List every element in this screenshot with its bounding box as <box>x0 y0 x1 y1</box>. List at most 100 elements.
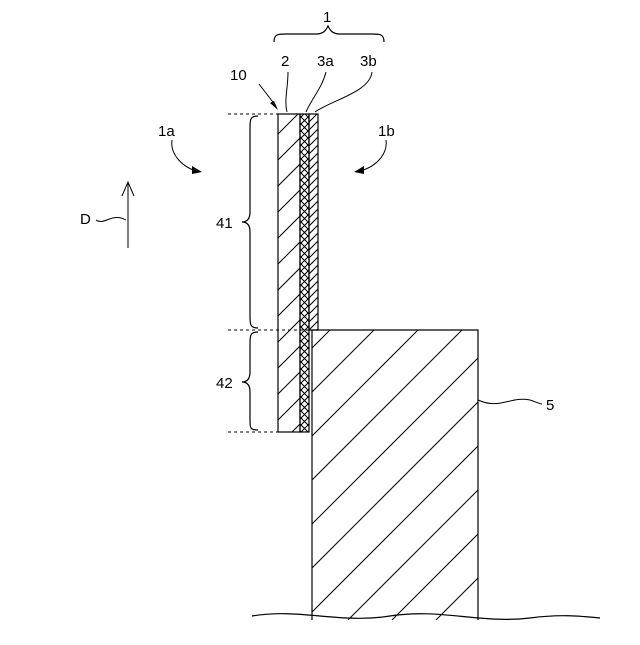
layer-3a-crosshatch-line <box>0 114 126 432</box>
layer-3a-crosshatch-line <box>452 114 640 432</box>
layer-2-hatch-line <box>474 114 640 432</box>
layer-3a-crosshatch-line <box>0 114 63 432</box>
layer-3a-hatch-line <box>616 114 640 432</box>
layer-3a-crosshatch-line <box>0 114 189 432</box>
layer-3a-hatch-line <box>0 114 178 432</box>
layer-3a-crosshatch-line <box>522 114 640 432</box>
label-1a: 1a <box>158 123 175 140</box>
layer-3a-crosshatch-line <box>508 114 640 432</box>
layer-2-hatch-line <box>0 114 38 432</box>
layer-3a-crosshatch-line <box>403 114 640 432</box>
layer-3b-hatch-line <box>565 114 640 330</box>
brace-1 <box>274 26 384 42</box>
layer-3a-hatch-line <box>28 114 346 432</box>
layer-3b-hatch-line <box>461 114 640 330</box>
layer-3b-hatch-line <box>0 114 133 330</box>
base-hatch-line <box>40 330 330 620</box>
base-5-hatching <box>0 330 640 620</box>
layer-3a-crosshatch-line <box>529 114 640 432</box>
layer-3a-hatch-line <box>0 114 80 432</box>
layer-3b-hatch-line <box>493 114 640 330</box>
layer-3a-crosshatch-line <box>585 114 640 432</box>
layer-3a-crosshatch-line <box>620 114 640 432</box>
layer-3b-hatch-line <box>557 114 640 330</box>
layer-2-hatch-line <box>0 114 168 432</box>
layer-2-hatch-line <box>500 114 640 432</box>
layer-3a-hatch-line <box>0 114 94 432</box>
layer-3a-crosshatch-line <box>424 114 640 432</box>
layer-3b-hatch-line <box>0 114 109 330</box>
brace-41 <box>242 116 258 328</box>
brace-42 <box>242 332 258 430</box>
layer-3a-hatch-line <box>196 114 514 432</box>
layer-3a-hatch-line <box>0 114 248 432</box>
layer-3b-hatch-line <box>437 114 640 330</box>
layer-3a-crosshatch-line <box>480 114 640 432</box>
layer-3a-crosshatch-line <box>354 114 640 432</box>
layer-3a-hatch-line <box>322 114 640 432</box>
layer-3a-hatch-line <box>0 114 171 432</box>
layer-3a-crosshatch-line <box>305 114 623 432</box>
layer-2-hatch-line <box>396 114 640 432</box>
label-1: 1 <box>323 9 331 26</box>
leader-D <box>96 217 126 221</box>
layer-3a-hatch-line <box>0 114 290 432</box>
layer-3a-hatch-line <box>623 114 640 432</box>
layer-3a-hatch-line <box>0 114 185 432</box>
layer-3a-hatch-line <box>532 114 640 432</box>
layer-3a-crosshatch-line <box>606 114 640 432</box>
layer-3b-hatch-line <box>133 114 349 330</box>
arrow-1a-head <box>192 166 202 174</box>
layer-3a-crosshatch-line <box>550 114 640 432</box>
layer-2-hatch-line <box>526 114 640 432</box>
layer-3a-hatch-line <box>420 114 640 432</box>
layer-3a-crosshatch-line <box>11 114 329 432</box>
layer-3a-crosshatch-line <box>0 114 42 432</box>
layer-2-hatch-line <box>266 114 584 432</box>
layer-3a-crosshatch-line <box>0 114 147 432</box>
layer-2-hatch-line <box>552 114 640 432</box>
layer-3a-crosshatch-line <box>312 114 630 432</box>
layer-3a-hatch-line <box>0 114 122 432</box>
layer-3a-hatch-line <box>0 114 143 432</box>
layer-3b-hatch-line <box>21 114 237 330</box>
layer-3a-crosshatch-line <box>361 114 640 432</box>
layer-2-hatch-line <box>370 114 640 432</box>
layer-3b-hatch-line <box>93 114 309 330</box>
layer-3a-hatch-line <box>0 114 206 432</box>
layer-3a-hatch-line <box>343 114 640 432</box>
layer-3a-crosshatch-line <box>0 114 301 432</box>
layer-3a-crosshatch-line <box>46 114 364 432</box>
base-hatch-line <box>0 330 154 620</box>
layer-3a-hatch-line <box>504 114 640 432</box>
layer-3a-hatch-line <box>350 114 640 432</box>
label-3b: 3b <box>360 53 377 70</box>
layer-2-hatch-line <box>0 114 90 432</box>
layer-3a-hatch-line <box>441 114 640 432</box>
layer-3b-hatch-line <box>509 114 640 330</box>
layer-3a-hatch-line <box>406 114 640 432</box>
layer-3a-hatch-line <box>0 114 59 432</box>
layer-3b-hatch-line <box>421 114 637 330</box>
layer-3a-crosshatch-line <box>0 114 231 432</box>
layer-3a-hatch-line <box>315 114 633 432</box>
layer-3a-hatch-line <box>567 114 640 432</box>
layer-3a-hatch-line <box>0 114 108 432</box>
layer-3a-crosshatch-line <box>417 114 640 432</box>
layer-3a-hatch-line <box>280 114 598 432</box>
layer-3a-hatch-line <box>476 114 640 432</box>
layer-3a-hatch-line <box>126 114 444 432</box>
ground-break-line <box>252 614 600 620</box>
layer-3a-hatch-line <box>357 114 640 432</box>
layer-3a-crosshatch-line <box>0 114 154 432</box>
layer-3b-hatch-line <box>429 114 640 330</box>
label-2: 2 <box>281 53 289 70</box>
layer-3a-hatch-line <box>0 114 304 432</box>
label-3a: 3a <box>317 53 334 70</box>
layer-3a-crosshatch-line <box>382 114 640 432</box>
layer-3a-crosshatch-line <box>494 114 640 432</box>
layer-3a-crosshatch-line <box>0 114 287 432</box>
layer-3b-hatching <box>0 114 640 330</box>
layer-3a-hatch-line <box>560 114 640 432</box>
